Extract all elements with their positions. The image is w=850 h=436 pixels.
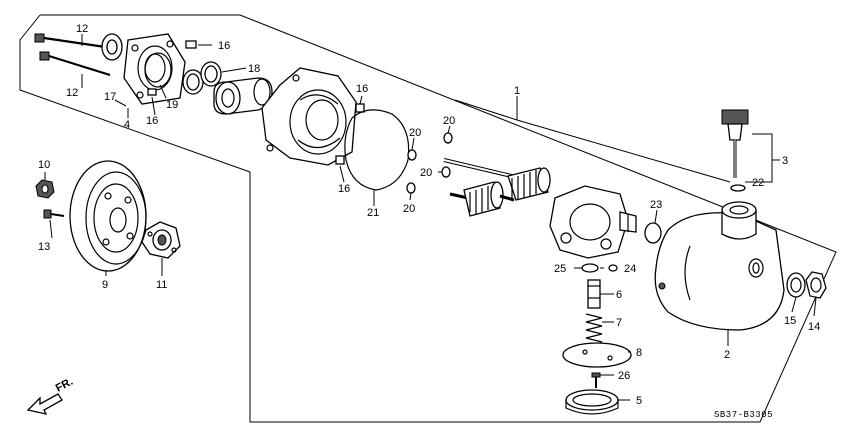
- bolt-long-lower: [39, 51, 111, 77]
- drive-gear: [507, 167, 551, 201]
- label-1: 1: [514, 85, 520, 97]
- label-22: 22: [752, 177, 764, 189]
- label-5: 5: [636, 395, 642, 407]
- diagram-code: SB37-B3305: [714, 410, 773, 420]
- group-frame: [19, 14, 837, 423]
- label-3: 3: [782, 155, 788, 167]
- seal-rings: [182, 61, 222, 95]
- gear-housing: [549, 185, 637, 259]
- o-ring-23: [644, 222, 662, 244]
- drive-shaft: [443, 158, 521, 180]
- label-16b: 16: [146, 115, 158, 127]
- label-16d: 16: [338, 183, 350, 195]
- o-ring-19: [144, 52, 172, 88]
- o-ring-20c: [441, 166, 451, 178]
- part-labels: 12 12 17 4 16 16 19 18 16 16 20 20 20 20…: [38, 23, 820, 407]
- label-6: 6: [616, 289, 622, 301]
- label-25: 25: [554, 263, 566, 275]
- label-17: 17: [104, 91, 116, 103]
- pump-front-body: [261, 67, 357, 166]
- label-21: 21: [367, 207, 379, 219]
- oil-seal: [101, 33, 123, 61]
- snap-ring-24: [608, 264, 618, 272]
- washer-15: [786, 272, 806, 298]
- label-18: 18: [248, 63, 260, 75]
- label-7: 7: [616, 317, 622, 329]
- flow-control-valve: [587, 279, 601, 309]
- driven-gear: [449, 181, 515, 217]
- label-12a: 12: [76, 23, 88, 35]
- label-20c: 20: [420, 167, 432, 179]
- dowel-pin-16a: [185, 40, 197, 49]
- pulley: [69, 160, 147, 272]
- pump-cover: [123, 33, 186, 105]
- label-9: 9: [102, 279, 108, 291]
- gasket: [344, 109, 410, 191]
- direction-label: FR.: [54, 376, 75, 395]
- o-ring-25: [581, 263, 599, 273]
- o-ring-20d: [406, 182, 416, 194]
- dowel-pin-16c: [355, 103, 365, 113]
- label-20a: 20: [409, 127, 421, 139]
- leader-lines: [44, 34, 817, 401]
- label-8: 8: [636, 347, 642, 359]
- label-16a: 16: [218, 40, 230, 52]
- label-20b: 20: [443, 115, 455, 127]
- label-15: 15: [784, 315, 796, 327]
- front-direction-arrow: FR.: [26, 376, 75, 415]
- reservoir-tank: [654, 201, 785, 331]
- label-20d: 20: [403, 203, 415, 215]
- dowel-pin-16d: [335, 155, 345, 165]
- label-12b: 12: [66, 87, 78, 99]
- nut-14: [805, 271, 827, 299]
- filter-screen: [565, 389, 619, 415]
- label-2: 2: [724, 349, 730, 361]
- label-13: 13: [38, 241, 50, 253]
- screw-26: [591, 372, 601, 388]
- reservoir-cap: [721, 109, 749, 178]
- label-26: 26: [618, 370, 630, 382]
- label-19: 19: [166, 99, 178, 111]
- hub-bracket: [141, 221, 181, 259]
- label-11: 11: [156, 279, 167, 291]
- o-ring-20b: [443, 132, 453, 144]
- valve-plate: [562, 342, 632, 368]
- o-ring-20a: [407, 149, 417, 161]
- pulley-nut: [35, 179, 55, 199]
- label-4: 4: [124, 119, 130, 131]
- label-23: 23: [650, 199, 662, 211]
- cam-ring: [213, 77, 273, 115]
- dowel-pin-16b: [147, 88, 157, 96]
- bolt-long-upper: [34, 33, 113, 50]
- washer-22: [730, 184, 746, 192]
- bolt-13: [43, 209, 65, 219]
- valve-spring: [585, 313, 603, 343]
- label-16c: 16: [356, 83, 368, 95]
- label-10: 10: [38, 159, 50, 171]
- label-24: 24: [624, 263, 636, 275]
- label-14: 14: [808, 321, 820, 333]
